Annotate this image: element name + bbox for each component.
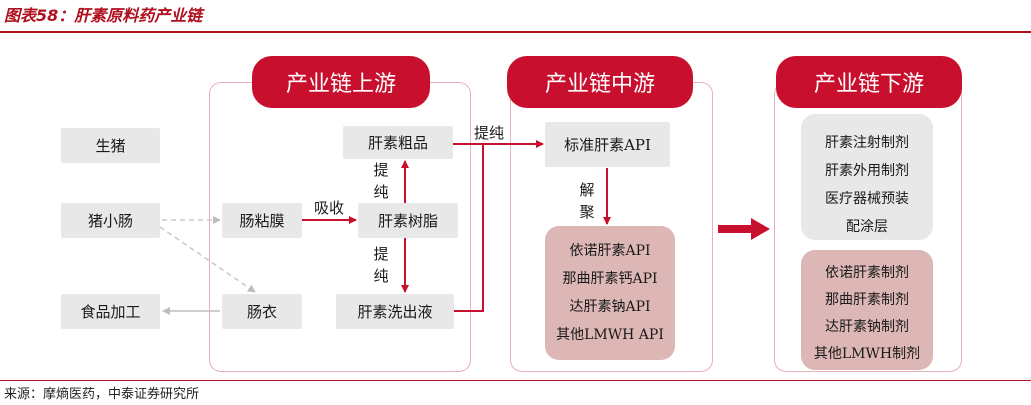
product-line: 其他LMWH API <box>556 327 664 343</box>
midstream-header: 产业链中游 <box>507 56 693 108</box>
product-line: 依诺肝素API <box>569 243 651 259</box>
label-purify-down-2: 纯 <box>373 267 389 285</box>
node-standard-api: 标准肝素API <box>545 122 670 167</box>
node-pig: 生猪 <box>61 128 160 163</box>
node-heparin-resin: 肝素树脂 <box>358 203 458 238</box>
product-line: 肝素外用制剂 <box>825 163 909 179</box>
product-line: 医疗器械预装 <box>825 191 909 207</box>
product-line: 那曲肝素制剂 <box>825 292 909 308</box>
page-title: 图表58：肝素原料药产业链 <box>4 6 203 25</box>
label-depolymerize-2: 聚 <box>579 203 595 221</box>
label-purify-up-1: 提 <box>373 161 389 179</box>
downstream-heparin-panel: 肝素注射制剂 肝素外用制剂 医疗器械预装 配涂层 <box>801 114 933 240</box>
product-line: 依诺肝素制剂 <box>825 265 909 281</box>
title-rule <box>0 31 1031 33</box>
label-depolymerize-1: 解 <box>579 181 595 199</box>
node-casing: 肠衣 <box>222 294 302 329</box>
arrow-intestine-to-casing <box>159 226 256 293</box>
product-line: 肝素注射制剂 <box>825 135 909 151</box>
label-purify-up-2: 纯 <box>373 183 389 201</box>
arrow-eluate-to-api <box>454 144 484 312</box>
source-note: 来源：摩熵医药，中泰证券研究所 <box>4 387 200 402</box>
label-purify-right: 提纯 <box>474 124 505 142</box>
downstream-header: 产业链下游 <box>776 56 962 108</box>
node-food-processing: 食品加工 <box>61 294 160 329</box>
upstream-header: 产业链上游 <box>252 56 430 108</box>
source-rule <box>0 380 1031 381</box>
product-line: 其他LMWH制剂 <box>813 346 921 362</box>
product-line: 达肝素钠制剂 <box>825 319 909 335</box>
label-absorb: 吸收 <box>314 199 345 217</box>
label-purify-down-1: 提 <box>373 245 389 263</box>
node-mucosa: 肠粘膜 <box>222 203 302 238</box>
downstream-lmwh-panel: 依诺肝素制剂 那曲肝素制剂 达肝素钠制剂 其他LMWH制剂 <box>801 250 933 370</box>
product-line: 配涂层 <box>846 219 888 235</box>
product-line: 那曲肝素钙API <box>562 271 658 287</box>
node-crude-heparin: 肝素粗品 <box>343 126 453 159</box>
product-line: 达肝素钠API <box>569 299 651 315</box>
node-pig-intestine: 猪小肠 <box>61 203 160 238</box>
node-heparin-eluate: 肝素洗出液 <box>336 294 454 329</box>
arrow-midstream-to-downstream <box>718 218 770 240</box>
midstream-products-panel: 依诺肝素API 那曲肝素钙API 达肝素钠API 其他LMWH API <box>545 226 675 360</box>
